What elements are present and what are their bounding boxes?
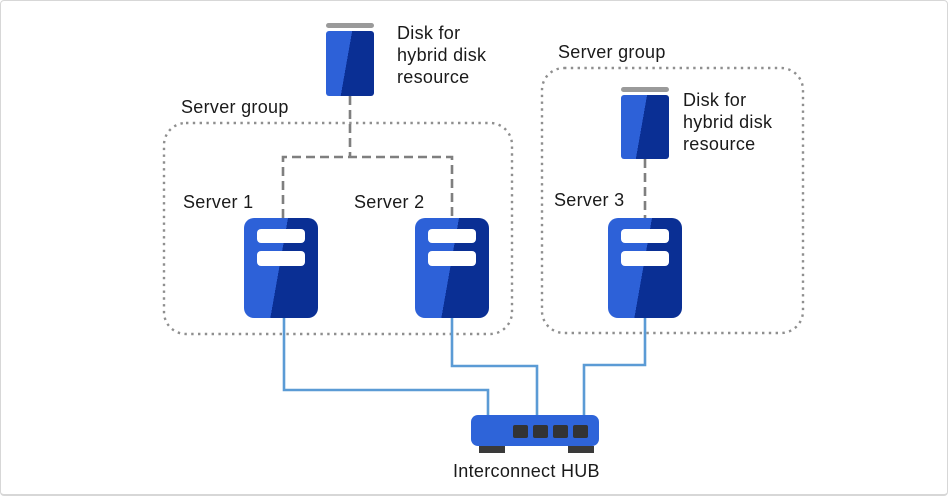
hub-foot: [479, 446, 505, 453]
server-drive-bay: [428, 229, 476, 243]
server-drive-bay: [257, 229, 305, 243]
hub-port-icon: [533, 425, 548, 438]
server-group-right-label: Server group: [558, 42, 666, 62]
server-drive-bay: [428, 251, 476, 266]
server-group-left-border: [162, 121, 514, 336]
server1-hub-line: [282, 318, 490, 416]
server-drive-bay: [257, 251, 305, 266]
server2-hub-line: [450, 318, 539, 416]
server1-label: Server 1: [183, 192, 254, 212]
hybrid-disk-label-right: Disk for hybrid disk resource: [683, 90, 773, 154]
hub-port-icon: [573, 425, 588, 438]
hub-body: [471, 415, 599, 446]
interconnect-hub-icon: [471, 415, 599, 454]
interconnect-hub-label: Interconnect HUB: [453, 461, 600, 481]
disk-cap: [621, 87, 669, 92]
server1-icon: [244, 218, 318, 318]
shared-disk-branch-line: [281, 155, 454, 218]
hub-foot: [568, 446, 594, 453]
server-group-left-label: Server group: [181, 97, 289, 117]
server-group-right-border: [540, 66, 805, 335]
server3-hub-line: [582, 318, 647, 416]
disk-body: [326, 31, 374, 96]
server2-icon: [415, 218, 489, 318]
hub-port-icon: [553, 425, 568, 438]
server3-icon: [608, 218, 682, 318]
server3-label: Server 3: [554, 190, 625, 210]
server2-label: Server 2: [354, 192, 425, 212]
disk-body: [621, 95, 669, 159]
server-drive-bay: [621, 251, 669, 266]
server-drive-bay: [621, 229, 669, 243]
hybrid-disk-label-top: Disk for hybrid disk resource: [397, 23, 487, 87]
hub-port-icon: [513, 425, 528, 438]
disk-cap: [326, 23, 374, 28]
